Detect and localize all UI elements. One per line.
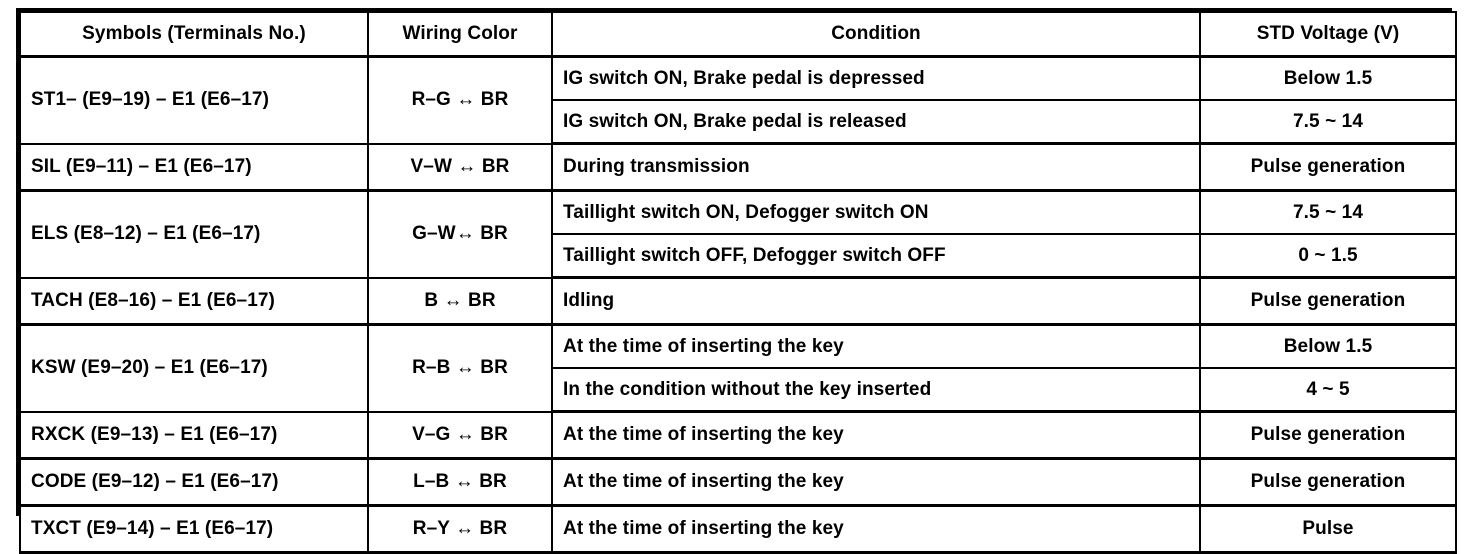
cell-condition: Taillight switch ON, Defogger switch ON [551,189,1201,235]
cell-std-voltage: Below 1.5 [1199,55,1457,101]
cell-wiring-color: L–B ↔ BR [367,457,553,507]
cell-symbol: TXCT (E9–14) – E1 (E6–17) [19,504,369,554]
cell-condition: IG switch ON, Brake pedal is released [551,99,1201,145]
cell-condition: At the time of inserting the key [551,410,1201,460]
cell-wiring-color: V–G ↔ BR [367,410,553,460]
cell-std-voltage: Pulse generation [1199,457,1457,507]
cell-symbol: CODE (E9–12) – E1 (E6–17) [19,457,369,507]
cell-std-voltage: 7.5 ~ 14 [1199,189,1457,235]
page-canvas: Symbols (Terminals No.) Wiring Color Con… [16,8,1457,554]
cell-condition: During transmission [551,142,1201,192]
cell-condition: At the time of inserting the key [551,504,1201,554]
cell-std-voltage: Pulse generation [1199,142,1457,192]
cell-wiring-color: R–Y ↔ BR [367,504,553,554]
table-row: Taillight switch OFF, Defogger switch OF… [20,233,1457,279]
cell-std-voltage: Pulse generation [1199,410,1457,460]
cell-std-voltage: Pulse generation [1199,276,1457,326]
column-header-voltage: STD Voltage (V) [1199,11,1457,58]
cell-symbol: RXCK (E9–13) – E1 (E6–17) [19,410,369,460]
cell-std-voltage: Below 1.5 [1199,323,1457,369]
cell-condition: At the time of inserting the key [551,323,1201,369]
cell-symbol: ST1– (E9–19) – E1 (E6–17) [19,55,369,145]
table-header: Symbols (Terminals No.) Wiring Color Con… [19,11,1457,58]
cell-wiring-color: V–W ↔ BR [367,142,553,192]
terminal-voltage-spec-table: Symbols (Terminals No.) Wiring Color Con… [19,11,1457,554]
cell-wiring-color: R–B ↔ BR [367,323,553,413]
cell-symbol: ELS (E8–12) – E1 (E6–17) [19,189,369,279]
header-row: Symbols (Terminals No.) Wiring Color Con… [19,11,1457,58]
cell-std-voltage: 7.5 ~ 14 [1199,99,1457,145]
cell-std-voltage: Pulse [1199,504,1457,554]
column-header-symbols: Symbols (Terminals No.) [19,11,369,58]
cell-std-voltage: 4 ~ 5 [1199,367,1457,413]
cell-condition: At the time of inserting the key [551,457,1201,507]
cell-condition: Taillight switch OFF, Defogger switch OF… [551,233,1201,279]
column-header-condition: Condition [551,11,1201,58]
spec-table-frame: Symbols (Terminals No.) Wiring Color Con… [16,8,1457,554]
cell-std-voltage: 0 ~ 1.5 [1199,233,1457,279]
cell-symbol: KSW (E9–20) – E1 (E6–17) [19,323,369,413]
table-row: In the condition without the key inserte… [20,367,1457,413]
cell-symbol: TACH (E8–16) – E1 (E6–17) [19,276,369,326]
cell-wiring-color: R–G ↔ BR [367,55,553,145]
cell-condition: IG switch ON, Brake pedal is depressed [551,55,1201,101]
cell-wiring-color: G–W↔ BR [367,189,553,279]
cell-condition: Idling [551,276,1201,326]
cell-wiring-color: B ↔ BR [367,276,553,326]
cell-symbol: SIL (E9–11) – E1 (E6–17) [19,142,369,192]
column-header-wiring: Wiring Color [367,11,553,58]
cell-condition: In the condition without the key inserte… [551,367,1201,413]
